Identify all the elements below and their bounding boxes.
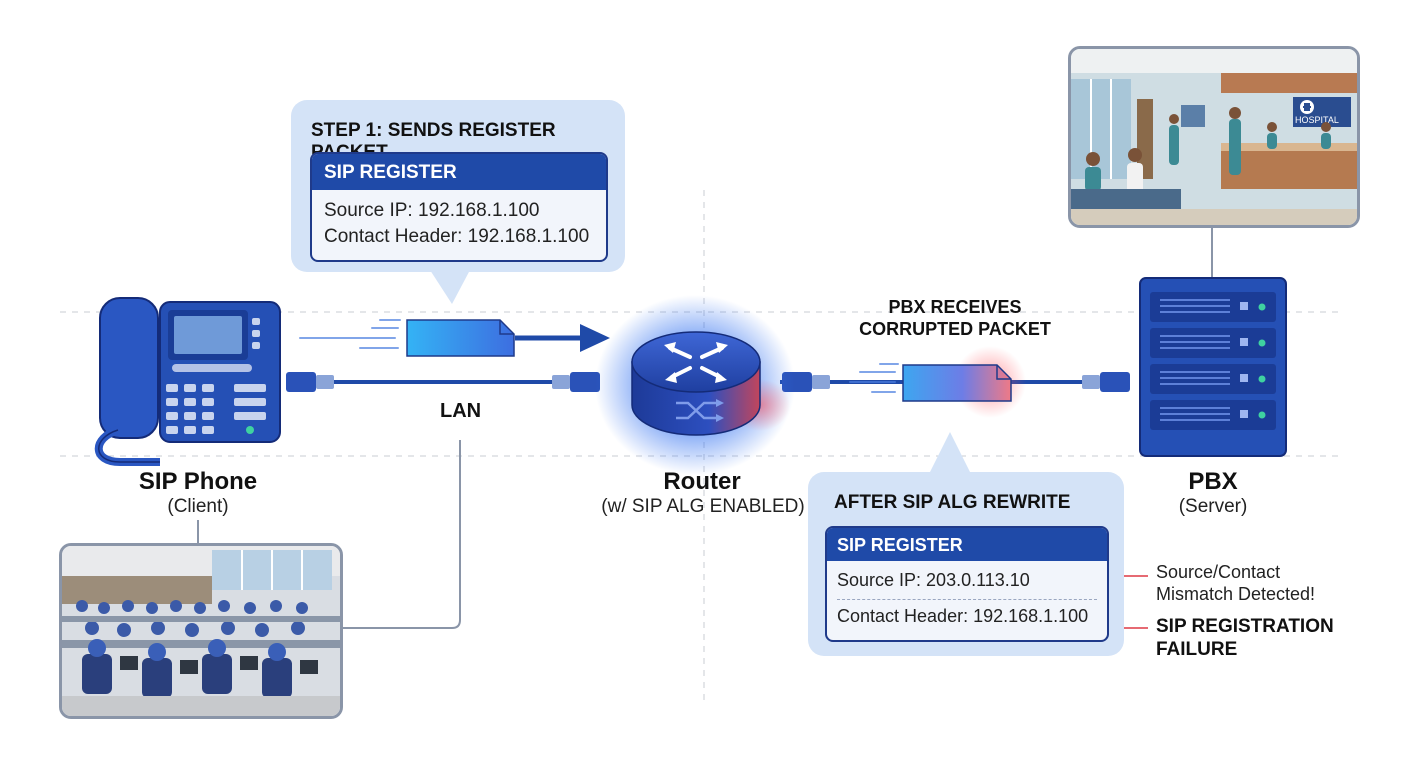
after-register-box: SIP REGISTER Source IP: 203.0.113.10 Con… (825, 526, 1109, 642)
after-box-title: SIP REGISTER (827, 528, 1107, 561)
router-icon (595, 295, 795, 475)
pbx-subtitle: (Server) (1178, 496, 1248, 517)
speed-lines-right (849, 363, 899, 393)
router-subtitle: (w/ SIP ALG ENABLED) (601, 496, 805, 517)
hospital-photo: HOSPITAL (1068, 46, 1360, 228)
step1-callout-pointer (430, 270, 470, 304)
failure-line2: FAILURE (1156, 639, 1238, 660)
pbx-receives-line2: CORRUPTED PACKET (859, 319, 1051, 339)
call-center-illustration (62, 546, 340, 716)
after-contact-header: Contact Header: 192.168.1.100 (837, 606, 1089, 626)
pbx-server-icon (1139, 277, 1287, 457)
mismatch-line1: Source/Contact (1156, 562, 1281, 582)
step1-source-ip: Source IP: 192.168.1.100 (324, 200, 540, 221)
lan-label: LAN (440, 400, 482, 422)
sip-phone-icon (94, 297, 281, 466)
corrupted-packet-icon (902, 364, 1012, 402)
register-packet-icon (406, 319, 515, 357)
lan-cable-left (286, 372, 600, 392)
step1-box-title: SIP REGISTER (312, 154, 606, 190)
step1-contact-header: Contact Header: 192.168.1.100 (324, 226, 590, 247)
after-heading: AFTER SIP ALG REWRITE (834, 492, 1071, 513)
call-center-photo (59, 543, 343, 719)
divider (837, 599, 1097, 600)
forward-arrow-icon (515, 324, 610, 352)
lan-photo-connector (340, 440, 461, 629)
speed-lines-left (299, 319, 401, 349)
pbx-title: PBX (1188, 468, 1238, 495)
failure-line1: SIP REGISTRATION (1156, 616, 1334, 637)
mismatch-line2: Mismatch Detected! (1156, 584, 1316, 604)
hospital-illustration: HOSPITAL (1071, 49, 1357, 225)
after-callout-pointer (928, 432, 972, 476)
router-title: Router (663, 468, 741, 495)
phone-subtitle: (Client) (167, 496, 229, 517)
after-source-ip: Source IP: 203.0.113.10 (837, 570, 1030, 590)
phone-title: SIP Phone (138, 468, 258, 495)
pbx-receives-line1: PBX RECEIVES (888, 297, 1022, 317)
step1-register-box: SIP REGISTER Source IP: 192.168.1.100 Co… (310, 152, 608, 262)
hospital-sign-text: HOSPITAL (1295, 115, 1339, 125)
